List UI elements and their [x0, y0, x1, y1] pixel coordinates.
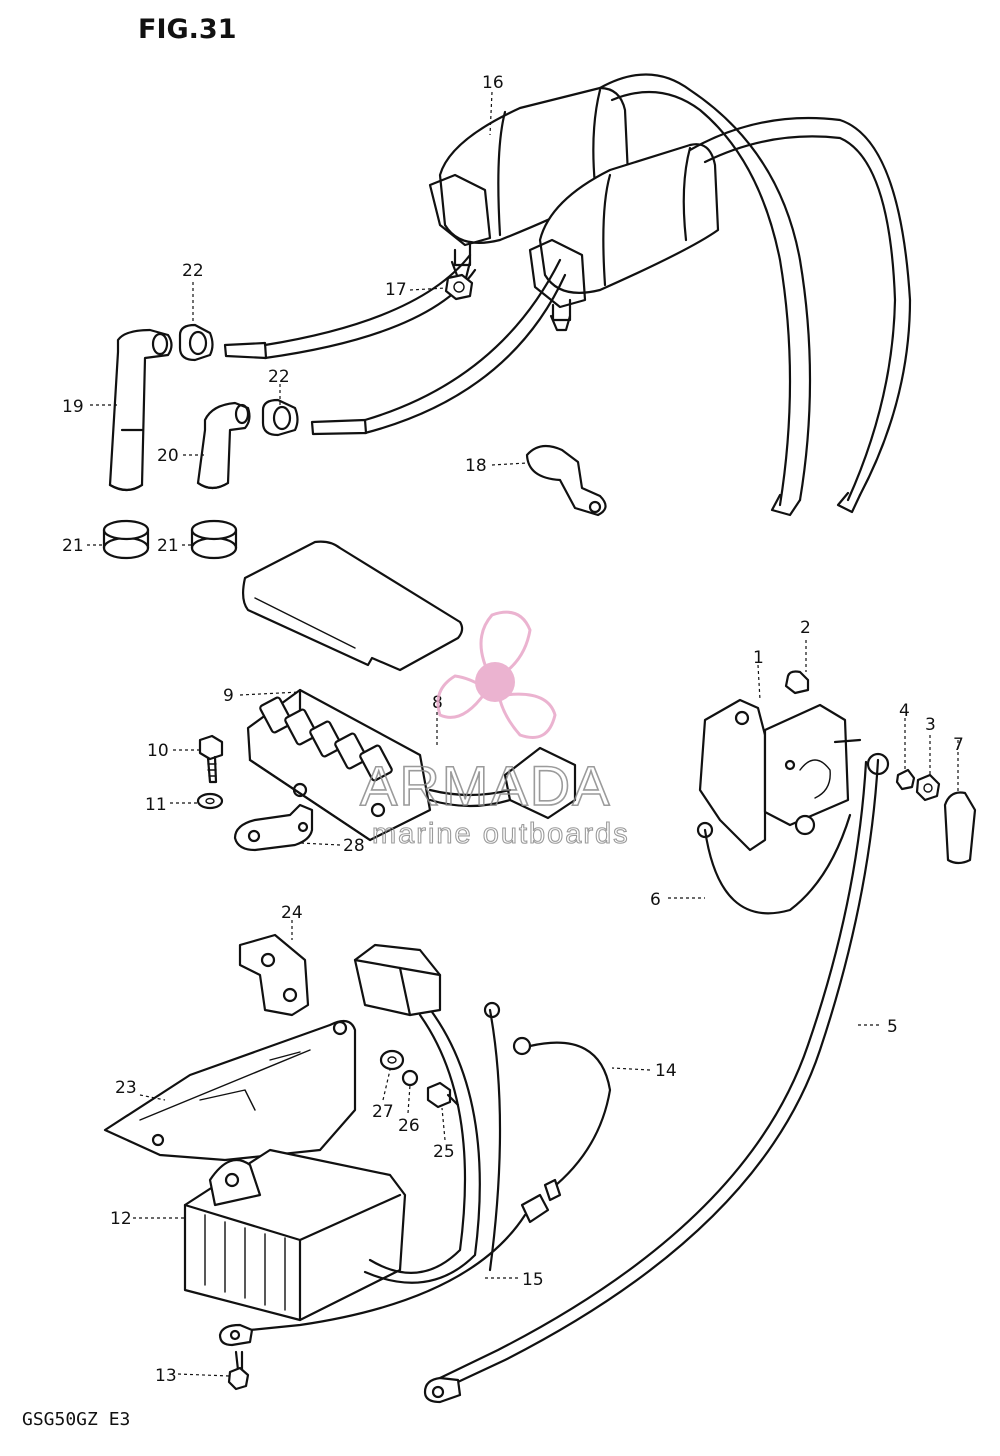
label-26: 26 — [398, 1116, 420, 1136]
label-1: 1 — [753, 648, 764, 668]
cap-22-lower — [261, 398, 299, 437]
cap-22-upper — [178, 323, 214, 362]
watermark-tagline: marine outboards — [372, 818, 630, 850]
label-27: 27 — [372, 1102, 394, 1122]
seal-21-left — [102, 519, 150, 560]
label-9: 9 — [223, 686, 234, 706]
leader-lines — [87, 91, 959, 1377]
label-3: 3 — [925, 715, 936, 735]
washer-27 — [379, 1049, 405, 1071]
label-11: 11 — [145, 795, 167, 815]
figure-title: FIG.31 — [138, 14, 236, 45]
cable-5 — [423, 752, 890, 1404]
armada-watermark: ARMADA marine outboards — [359, 610, 630, 851]
screw-13 — [227, 1350, 250, 1391]
terminal-18 — [525, 444, 607, 517]
label-20: 20 — [157, 446, 179, 466]
label-21b: 21 — [157, 536, 179, 556]
model-code: GSG50GZ E3 — [22, 1409, 130, 1430]
label-4: 4 — [899, 701, 910, 721]
bolt-25 — [426, 1081, 460, 1109]
bracket-24 — [238, 933, 310, 1017]
fuse-box-cover — [241, 540, 464, 672]
label-21a: 21 — [62, 536, 84, 556]
bolt-10 — [198, 734, 224, 784]
label-28: 28 — [343, 836, 365, 856]
label-23: 23 — [115, 1078, 137, 1098]
label-15: 15 — [522, 1270, 544, 1290]
label-24: 24 — [281, 903, 303, 923]
label-22a: 22 — [182, 261, 204, 281]
label-17: 17 — [385, 280, 407, 300]
label-2: 2 — [800, 618, 811, 638]
label-25: 25 — [433, 1142, 455, 1162]
bracket-28 — [233, 803, 314, 852]
plate-23 — [103, 1019, 357, 1162]
propeller-logo-icon — [436, 610, 557, 739]
label-18: 18 — [465, 456, 487, 476]
label-14: 14 — [655, 1061, 677, 1081]
label-22b: 22 — [268, 367, 290, 387]
washer-26 — [401, 1069, 419, 1087]
starter-relay — [696, 670, 977, 915]
nut-17 — [444, 273, 474, 301]
label-5: 5 — [887, 1017, 898, 1037]
regulator-12 — [183, 1148, 407, 1322]
washer-11 — [196, 792, 224, 810]
part-labels: 16 17 22 22 19 20 21 21 18 9 8 10 11 28 … — [62, 73, 964, 1386]
watermark-brand: ARMADA — [360, 754, 612, 817]
fuse-box — [246, 688, 577, 842]
label-6: 6 — [650, 890, 661, 910]
label-19: 19 — [62, 397, 84, 417]
label-12: 12 — [110, 1209, 132, 1229]
label-10: 10 — [147, 741, 169, 761]
label-7: 7 — [953, 735, 964, 755]
seal-21-right — [190, 519, 238, 560]
ignition-coil-assembly — [223, 73, 912, 517]
label-16: 16 — [482, 73, 504, 93]
label-13: 13 — [155, 1366, 177, 1386]
plug-cap-20 — [196, 401, 251, 490]
lead-15 — [218, 1193, 550, 1347]
lead-14 — [512, 1036, 612, 1202]
plug-cap-19 — [108, 328, 173, 492]
regulator-harness — [353, 943, 502, 1284]
